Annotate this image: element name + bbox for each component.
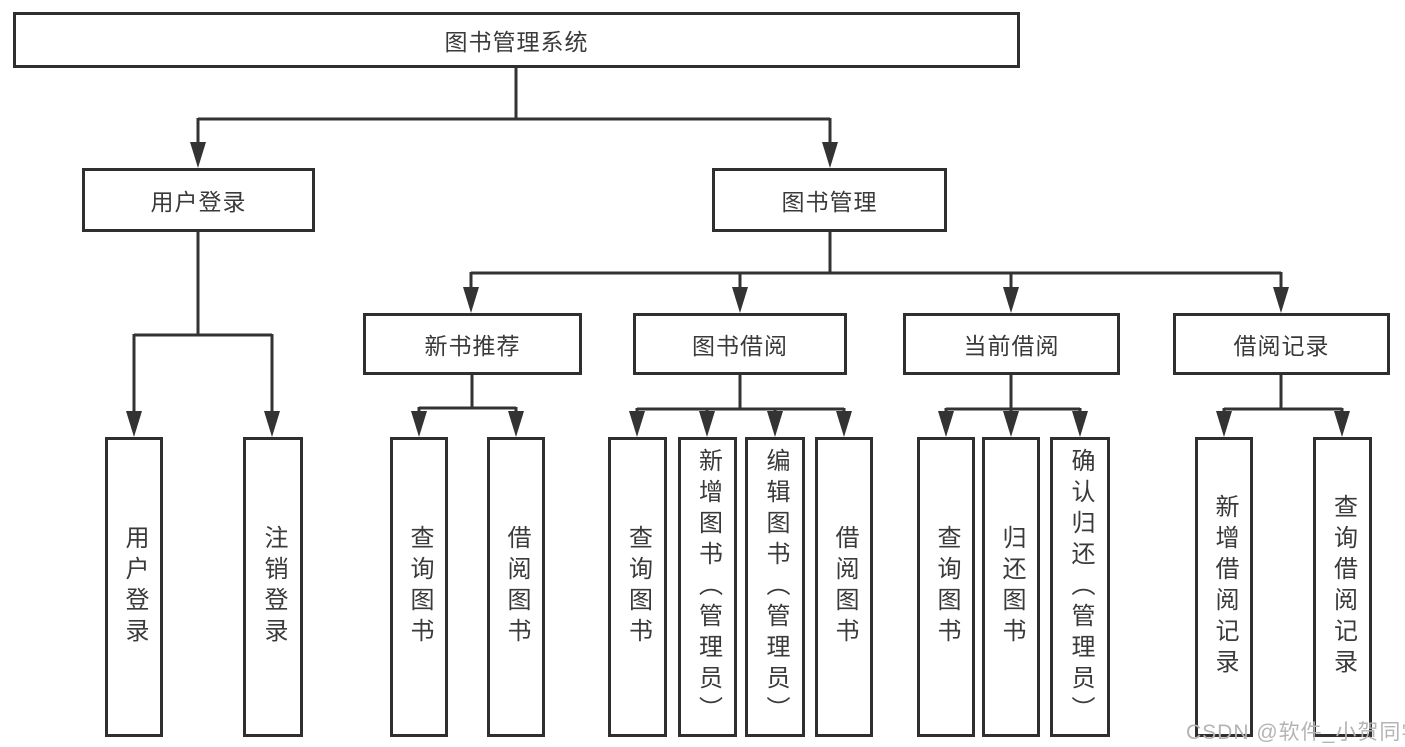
arrowhead-icons [126,142,1350,437]
leaf-label: 确认归还（管理员） [1067,447,1094,727]
leaf-label: 借阅图书 [831,525,858,649]
node-borrow-records-label: 借阅记录 [1233,333,1330,359]
csdn-watermark: CSDN @软件_小贺同学 [1186,721,1405,744]
arrowhead-icon [938,411,954,437]
leaf-label: 查询借阅记录 [1329,494,1357,680]
leaf-borrow-books-recommend: 借阅图书 [487,437,545,737]
arrowhead-icon [1334,411,1350,437]
leaf-query-books-recommend: 查询图书 [390,437,448,737]
leaf-borrow-books: 借阅图书 [815,437,873,737]
arrowhead-icon [1003,287,1019,313]
leaf-logout: 注销登录 [243,437,303,737]
arrowhead-icon [822,142,838,168]
leaf-user-login: 用户登录 [105,437,163,737]
leaf-confirm-return-admin: 确认归还（管理员） [1050,437,1110,737]
node-root-label: 图书管理系统 [444,29,589,55]
arrowhead-icon [1216,411,1232,437]
leaf-label: 新增图书（管理员） [694,447,722,727]
leaf-query-books-current: 查询图书 [917,437,975,737]
arrowhead-icon [1072,411,1088,437]
arrowhead-icon [699,411,715,437]
leaf-label: 查询图书 [624,525,652,649]
node-root: 图书管理系统 [13,12,1020,68]
leaf-label: 注销登录 [260,525,287,649]
node-user-login-label: 用户登录 [150,189,247,215]
arrowhead-icon [411,411,427,437]
arrowhead-icon [836,411,852,437]
arrowhead-icon [508,411,524,437]
leaf-label: 借阅图书 [503,525,530,649]
leaf-add-borrow-record: 新增借阅记录 [1195,437,1253,737]
leaf-label: 编辑图书（管理员） [762,447,789,727]
arrowhead-icon [1003,411,1019,437]
arrowhead-icon [126,411,142,437]
leaf-label: 用户登录 [121,525,148,649]
leaf-label: 新增借阅记录 [1211,494,1238,680]
node-current-borrow: 当前借阅 [903,313,1120,375]
arrowhead-icon [264,411,280,437]
node-borrow-records: 借阅记录 [1173,313,1390,375]
arrowhead-icon [463,287,479,313]
leaf-query-books-borrow: 查询图书 [608,437,667,737]
leaf-edit-books-admin: 编辑图书（管理员） [745,437,805,737]
arrowhead-icon [190,142,206,168]
leaf-label: 归还图书 [998,525,1025,649]
arrowhead-icon [1273,287,1289,313]
node-book-borrow-label: 图书借阅 [692,333,788,359]
leaf-label: 查询图书 [406,525,433,649]
leaf-label: 查询图书 [933,525,960,649]
node-book-borrow: 图书借阅 [633,313,847,375]
leaf-add-books-admin: 新增图书（管理员） [678,437,737,737]
node-current-borrow-label: 当前借阅 [963,333,1060,359]
arrowhead-icon [629,411,645,437]
leaf-return-books: 归还图书 [982,437,1040,737]
node-new-book-recommend: 新书推荐 [363,313,582,375]
arrowhead-icon [732,287,748,313]
arrowhead-icon [767,411,783,437]
leaf-query-borrow-record: 查询借阅记录 [1313,437,1372,737]
node-book-management: 图书管理 [712,168,947,232]
node-new-book-recommend-label: 新书推荐 [424,333,521,359]
node-user-login: 用户登录 [82,168,315,232]
node-book-management-label: 图书管理 [781,189,878,215]
